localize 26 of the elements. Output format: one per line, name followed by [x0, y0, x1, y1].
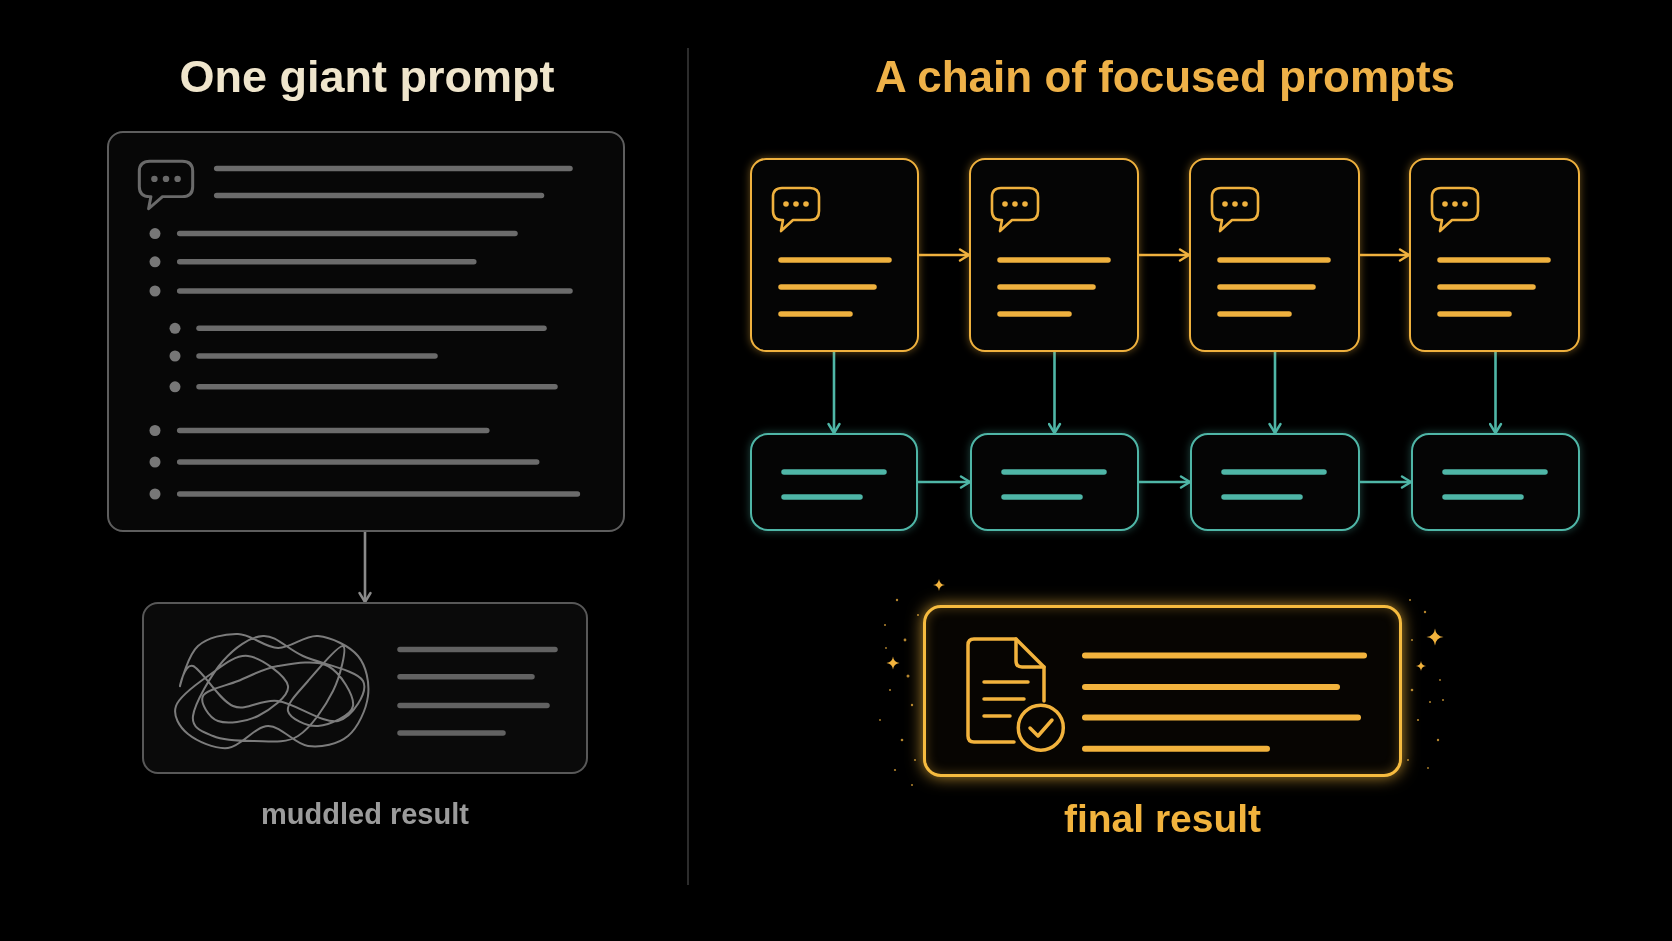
node-label: final result — [1063, 796, 1262, 842]
arrow — [1360, 248, 1411, 262]
prompt-card — [1189, 158, 1360, 352]
output-card — [1411, 433, 1580, 531]
arrow — [1360, 475, 1413, 489]
prompt-card — [969, 158, 1139, 352]
output-card — [970, 433, 1139, 531]
prompt-card — [107, 131, 625, 532]
output-card — [750, 433, 918, 531]
arrow — [918, 475, 972, 489]
arrow — [1268, 352, 1282, 435]
heading: A chain of focused prompts — [874, 51, 1456, 103]
arrow — [358, 532, 372, 604]
arrow — [919, 248, 971, 262]
heading: One giant prompt — [179, 51, 555, 103]
arrow — [1139, 248, 1191, 262]
prompt-card — [1409, 158, 1580, 352]
output-card — [1190, 433, 1360, 531]
arrow — [1139, 475, 1192, 489]
arrow — [1488, 352, 1503, 435]
prompt-card — [750, 158, 919, 352]
node-label: muddled result — [261, 798, 469, 832]
result-card — [923, 605, 1402, 777]
arrow — [827, 352, 841, 435]
result-card — [142, 602, 588, 774]
arrow — [1047, 352, 1062, 435]
